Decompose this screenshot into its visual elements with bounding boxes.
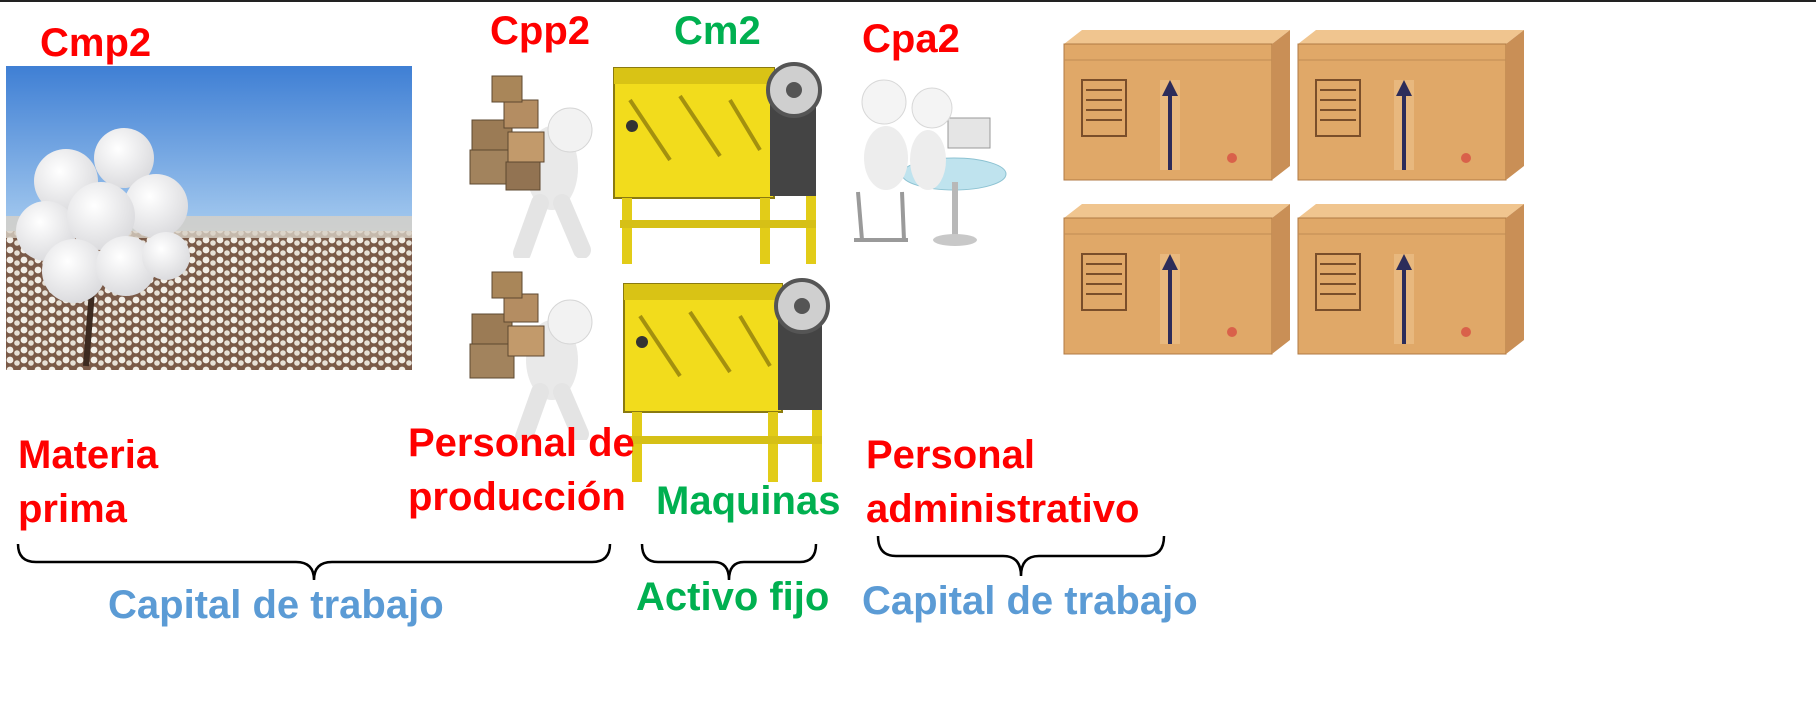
group-activo-fijo: Activo fijo [636,575,830,619]
group-capital-de-trabajo-left: Capital de trabajo [108,583,444,627]
brace-working-capital-right [874,532,1168,580]
cardboard-box [1063,204,1290,355]
label-personal-administrativo: Personal administrativo [866,433,1140,531]
top-border-line [0,0,1816,2]
code-cmp2: Cmp2 [40,21,152,65]
code-cm2: Cm2 [674,9,761,53]
label-personal-produccion: Personal de producción [408,421,635,519]
group-capital-de-trabajo-right: Capital de trabajo [862,579,1198,623]
label-materia-prima: Materia prima [18,433,159,531]
brace-working-capital-left [14,540,614,584]
cardboard-box [1063,30,1290,181]
code-cpa2: Cpa2 [862,17,960,61]
worker-carrying-boxes-image [452,58,604,258]
cardboard-boxes-image [1060,24,1536,364]
label-maquinas: Maquinas [656,479,841,523]
cotton-field-image [6,66,412,370]
worker-carrying-boxes-image-2 [452,262,604,440]
cardboard-box [1297,204,1524,355]
mixer-machine-image [610,60,830,268]
mixer-machine-image-2 [620,276,836,486]
admin-staff-desk-image [848,72,1010,250]
code-cpp2: Cpp2 [490,9,590,53]
cardboard-box [1297,30,1524,181]
brace-fixed-assets [638,540,820,584]
